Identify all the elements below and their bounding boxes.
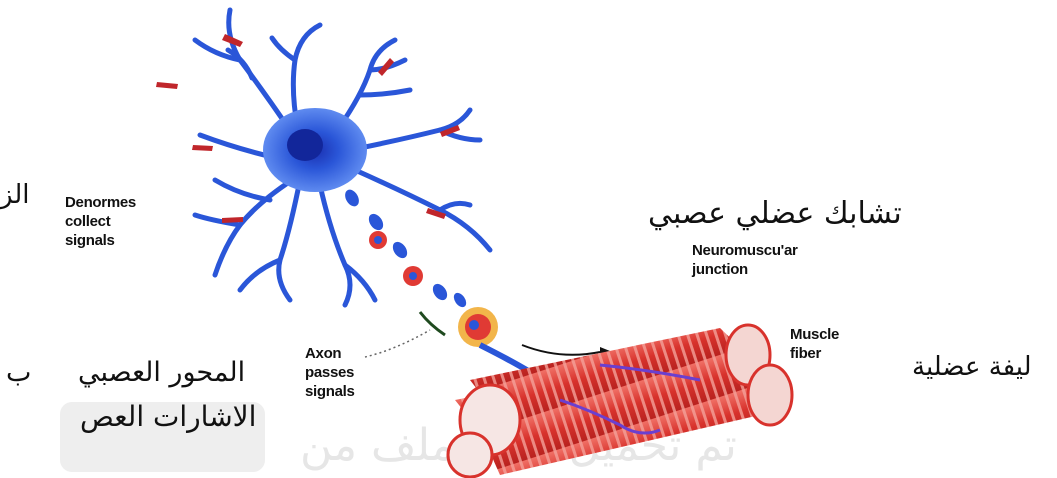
arabic-muscle-fiber: ليفة عضلية <box>912 352 1032 382</box>
arabic-axon: المحور العصبي <box>78 357 245 388</box>
label-muscle-fiber: Muscle fiber <box>790 325 839 363</box>
fiber-arrow <box>522 345 600 355</box>
label-junction: Neuromuscu'ar junction <box>692 241 798 279</box>
arabic-junction: تشابك عضلي عصبي <box>648 196 902 231</box>
axon-signal-arrow <box>420 312 445 335</box>
muscle-fiber-bundle <box>448 325 792 477</box>
axon-nodes <box>369 231 423 286</box>
arabic-top-left: الز <box>0 180 30 210</box>
label-dendrites: Denormes collect signals <box>65 193 136 250</box>
nucleus <box>287 129 323 161</box>
label-axon: Axon passes signals <box>305 344 355 401</box>
arabic-axon-tail: ب <box>6 357 31 388</box>
arabic-signals: الاشارات العص <box>80 400 256 433</box>
axon-leader <box>365 330 430 357</box>
